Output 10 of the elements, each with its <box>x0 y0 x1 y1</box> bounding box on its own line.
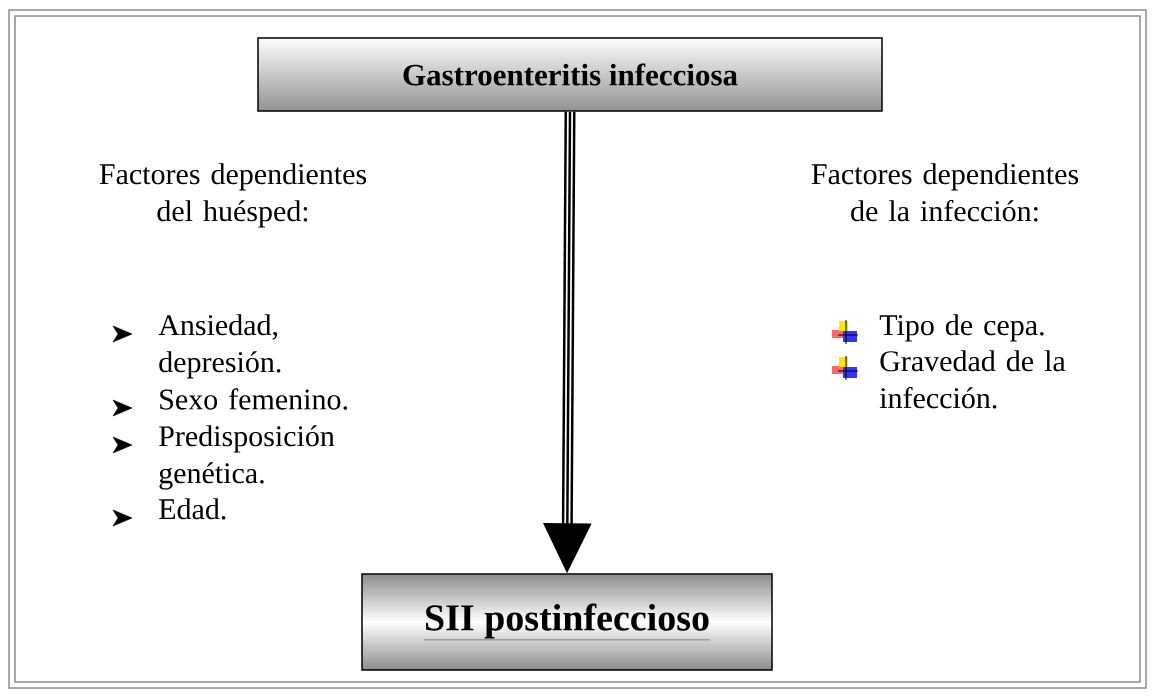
list-item: Predisposición genética. <box>159 425 335 490</box>
list-item: Ansiedad, depresión. <box>158 314 281 379</box>
list-item: Sexo femenino. <box>160 388 348 410</box>
heading: Factores dependientes de la infección: <box>811 163 1079 222</box>
list-item: Gravedad de la infección. <box>879 350 1066 409</box>
list-item: Tipo de cepa. <box>879 314 1044 342</box>
heading: Factores dependientes del huésped: <box>99 163 367 228</box>
title-box: Gastroenteritis infecciosa <box>257 37 883 112</box>
list-item: Edad. <box>159 498 226 520</box>
result-box: SII postinfeccioso <box>361 573 773 671</box>
